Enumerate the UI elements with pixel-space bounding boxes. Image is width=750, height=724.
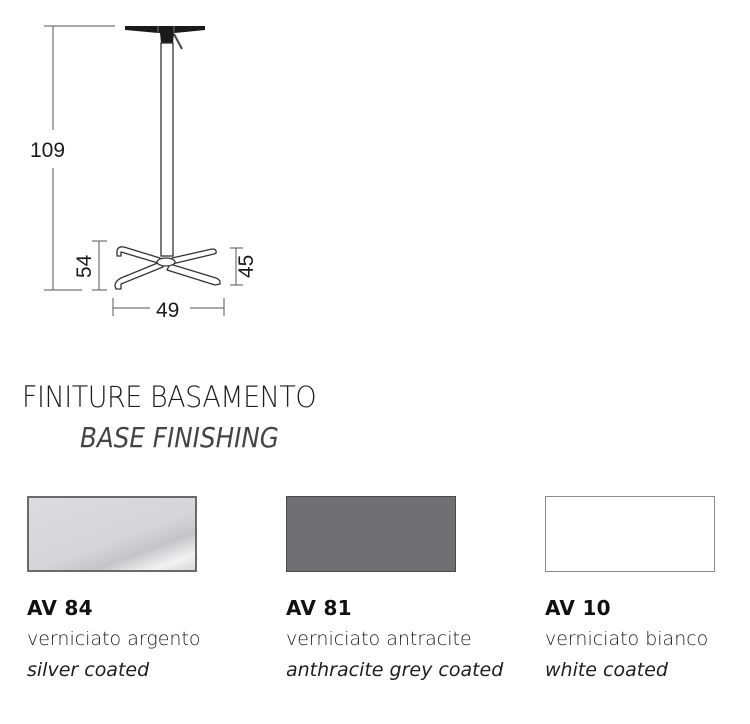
swatch-silver	[27, 496, 197, 572]
finish-white: AV 10 verniciato bianco white coated	[545, 496, 750, 680]
finish-code: AV 81	[286, 596, 352, 620]
finish-name-italian: verniciato argento	[27, 628, 201, 650]
section-title: FINITURE BASAMENTO	[22, 380, 317, 414]
table-column	[160, 42, 174, 257]
finish-silver: AV 84 verniciato argento silver coated	[27, 496, 267, 680]
dimension-line-total-height	[44, 25, 115, 291]
finish-code: AV 84	[27, 596, 93, 620]
dimension-line-54	[92, 240, 107, 291]
finish-name-english: anthracite grey coated	[286, 659, 504, 681]
section-subtitle: BASE FINISHING	[80, 421, 279, 454]
finish-name-english: silver coated	[27, 659, 150, 681]
cross-base	[114, 246, 221, 290]
table-top-plate	[125, 26, 205, 50]
finish-code: AV 10	[545, 596, 611, 620]
dimension-total-height: 109	[30, 139, 66, 162]
dimension-base-width: 49	[156, 299, 180, 322]
dimension-line-45	[230, 247, 243, 286]
finish-name-english: white coated	[545, 659, 668, 681]
table-base-drawing	[44, 25, 243, 316]
finish-anthracite: AV 81 verniciato antracite anthracite gr…	[286, 496, 526, 680]
swatch-anthracite	[286, 496, 456, 572]
dimension-base-height-right: 45	[235, 254, 258, 278]
dimension-line-49	[112, 298, 225, 316]
finish-name-italian: verniciato antracite	[286, 628, 472, 650]
swatch-white	[545, 496, 715, 572]
dimension-base-height-left: 54	[73, 254, 96, 278]
finish-name-italian: verniciato bianco	[545, 628, 709, 650]
